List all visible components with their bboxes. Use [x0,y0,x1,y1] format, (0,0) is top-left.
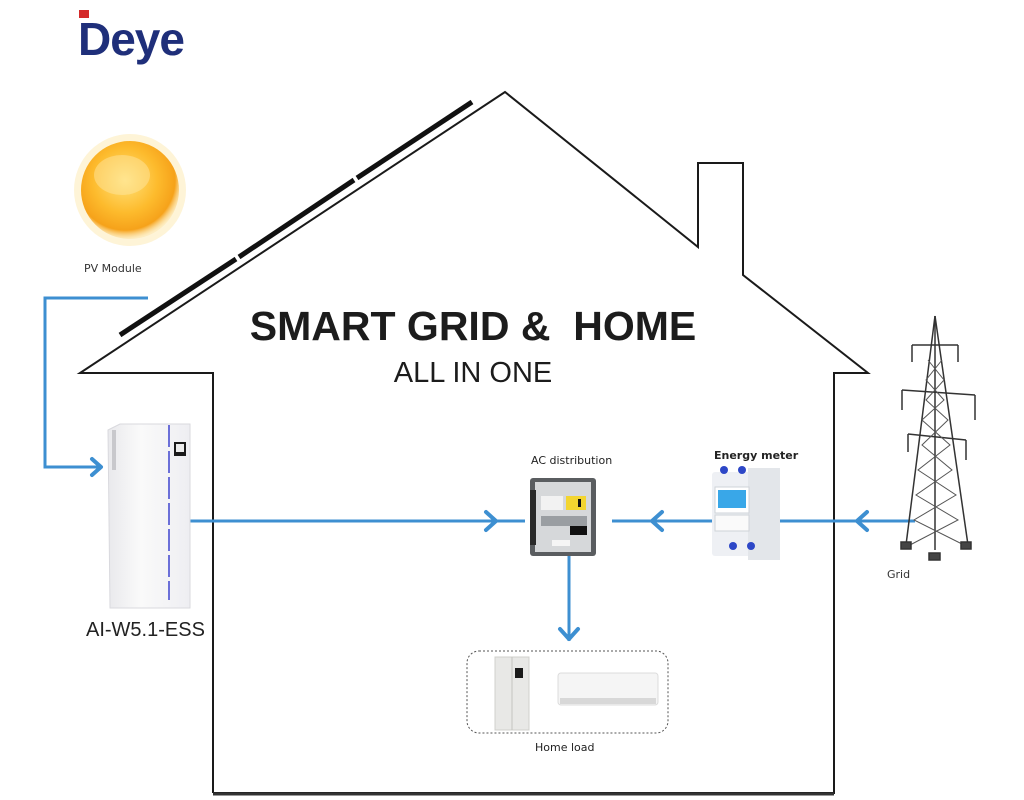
headline-title: SMART GRID & HOME [249,303,697,349]
energy-meter-label: Energy meter [714,449,799,462]
air-conditioner-icon [557,672,659,706]
battery-storage-icon [107,423,191,609]
pv-module-label: PV Module [84,262,142,275]
logo-text: Deye [78,13,185,65]
grid-label: Grid [887,568,911,581]
home-load-label: Home load [535,741,595,754]
flow-arrowheads [90,457,869,641]
transmission-tower-icon [900,315,976,561]
arrow-into-load-icon [558,627,580,641]
battery-label: AI-W5.1-ESS [86,619,205,641]
home-load-group [466,650,669,734]
refrigerator-icon [494,656,530,731]
sun-icon [74,134,186,246]
logo-accent-mark [79,10,89,18]
headline-subtitle: ALL IN ONE [393,357,553,389]
solar-panel-roof [118,99,474,338]
ac-distribution-label: AC distribution [531,454,613,467]
flow-lines [43,296,915,641]
arrow-meter-to-ac-icon [650,510,664,532]
energy-meter-icon [712,466,780,560]
distribution-box-icon [530,478,596,556]
flow-pv-to-battery [43,296,148,469]
arrow-into-ac-icon [484,510,498,532]
deye-logo: Deye [78,10,185,65]
arrow-grid-to-meter-icon [855,510,869,532]
house-outline [76,90,871,794]
arrow-into-battery-icon [90,457,103,477]
